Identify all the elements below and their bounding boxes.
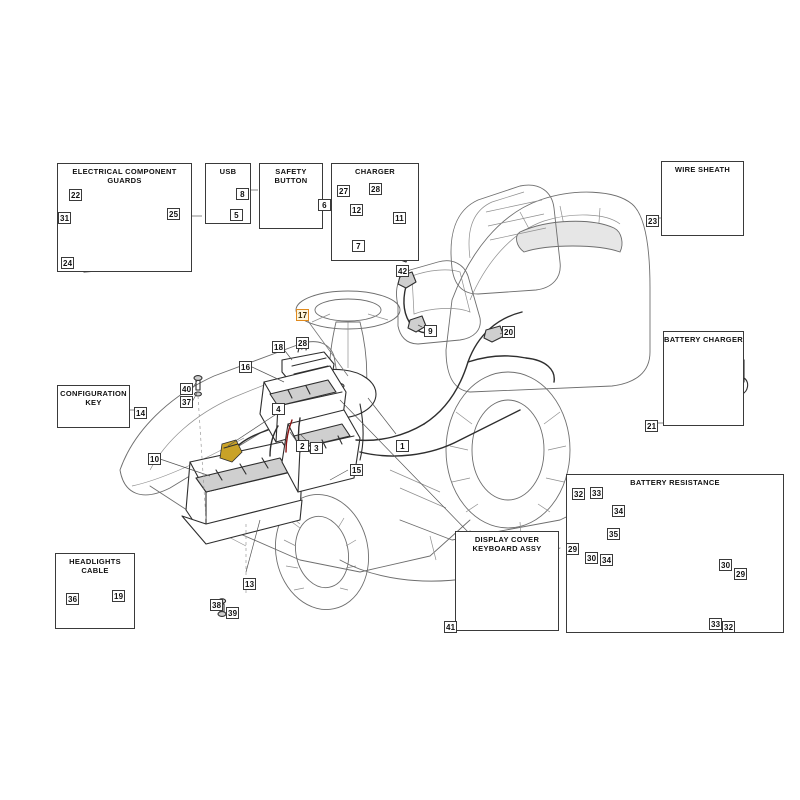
panel-wire-sheath [661,161,744,236]
callout-wire-sheath-23: 23 [646,215,660,227]
callout-machine-28: 28 [296,337,310,349]
callout-machine-20: 20 [502,326,516,338]
callout-machine-18: 18 [272,341,286,353]
panel-headlights-cable [55,553,135,629]
callout-machine-40: 40 [180,383,194,395]
panel-display-cover-keyboard-assy [455,531,559,631]
callout-charger-12: 12 [350,204,364,216]
fasteners-40-37 [193,375,203,397]
callout-electrical-component-guards-31: 31 [58,212,72,224]
callout-battery-resistance-35: 35 [607,528,621,540]
callout-battery-resistance-30: 30 [719,559,733,571]
callout-machine-16: 16 [239,361,253,373]
panel-battery-charger [663,331,744,426]
callout-battery-resistance-29: 29 [566,543,580,555]
callout-charger-28: 28 [369,183,383,195]
callout-machine-4: 4 [272,403,285,415]
callout-configuration-key-14: 14 [134,407,148,419]
callout-machine-13: 13 [243,578,257,590]
callout-machine-9: 9 [424,325,437,337]
connector-9 [407,315,427,333]
callout-charger-27: 27 [337,185,351,197]
callout-battery-resistance-34: 34 [600,554,614,566]
callout-machine-3: 3 [310,442,323,454]
battery-pack [181,441,303,545]
callout-machine-2: 2 [296,440,309,452]
callout-machine-38: 38 [210,599,224,611]
callout-machine-1: 1 [396,440,409,452]
callout-battery-charger-21: 21 [645,420,659,432]
callout-safety-button-6: 6 [318,199,331,211]
machine-body-outline [119,184,651,610]
panel-safety-button [259,163,323,229]
callout-charger-11: 11 [393,212,406,224]
callout-battery-resistance-32: 32 [572,488,586,500]
callout-battery-resistance-29: 29 [734,568,748,580]
panel-configuration-key [57,385,130,428]
callout-electrical-component-guards-22: 22 [69,189,83,201]
panel-battery-resistance [566,474,784,633]
callout-charger-7: 7 [352,240,365,252]
callout-electrical-component-guards-24: 24 [61,257,75,269]
callout-machine-17: 17 [296,309,310,321]
callout-battery-resistance-34: 34 [612,505,626,517]
connector-4 [219,439,243,463]
callout-electrical-component-guards-25: 25 [167,208,181,220]
callout-headlights-cable-19: 19 [112,590,126,602]
callout-battery-resistance-33: 33 [590,487,604,499]
callout-battery-resistance-33: 33 [709,618,723,630]
callout-battery-resistance-32: 32 [722,621,736,633]
callout-machine-42: 42 [396,265,410,277]
callout-display-cover-keyboard-assy-41: 41 [444,621,458,633]
callout-machine-39: 39 [226,607,240,619]
callout-machine-37: 37 [180,396,194,408]
callout-battery-resistance-30: 30 [585,552,599,564]
callout-machine-10: 10 [148,453,162,465]
callout-usb-5: 5 [230,209,243,221]
callout-usb-8: 8 [236,188,249,200]
callout-headlights-cable-36: 36 [66,593,80,605]
callout-machine-15: 15 [350,464,364,476]
